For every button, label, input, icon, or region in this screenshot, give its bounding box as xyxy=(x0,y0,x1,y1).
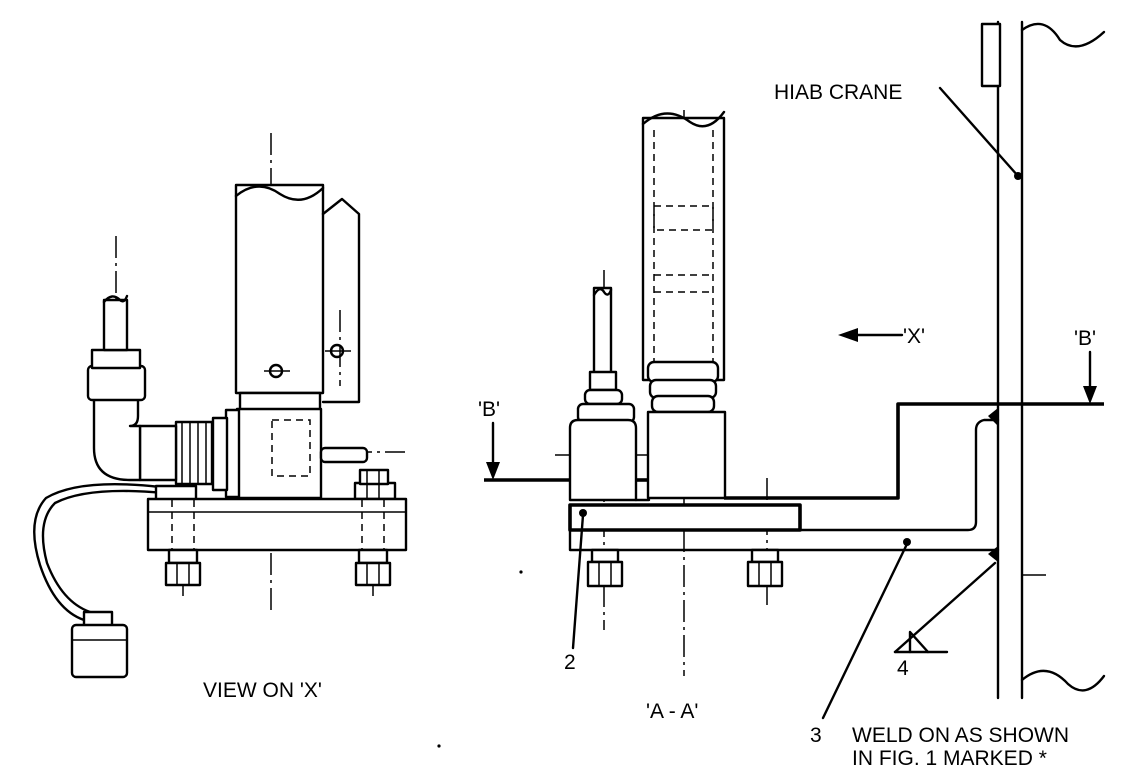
section-b-left-label: 'B' xyxy=(478,398,500,421)
section-aa-drawing xyxy=(437,20,1106,748)
weld-note-line1: WELD ON AS SHOWN xyxy=(852,724,1069,747)
hiab-crane-label: HIAB CRANE xyxy=(774,81,902,104)
view-x-label: 'X' xyxy=(903,325,925,348)
weld-note-line2: IN FIG. 1 MARKED * xyxy=(852,747,1047,770)
view-on-x-title: VIEW ON 'X' xyxy=(203,679,322,702)
item-3-label: 3 xyxy=(810,724,822,747)
item-2-label: 2 xyxy=(564,651,576,674)
section-b-right-label: 'B' xyxy=(1074,327,1096,350)
view-on-x-drawing xyxy=(33,133,408,679)
section-aa-title: 'A - A' xyxy=(646,700,698,723)
weld-size-label: 4 xyxy=(897,657,909,680)
